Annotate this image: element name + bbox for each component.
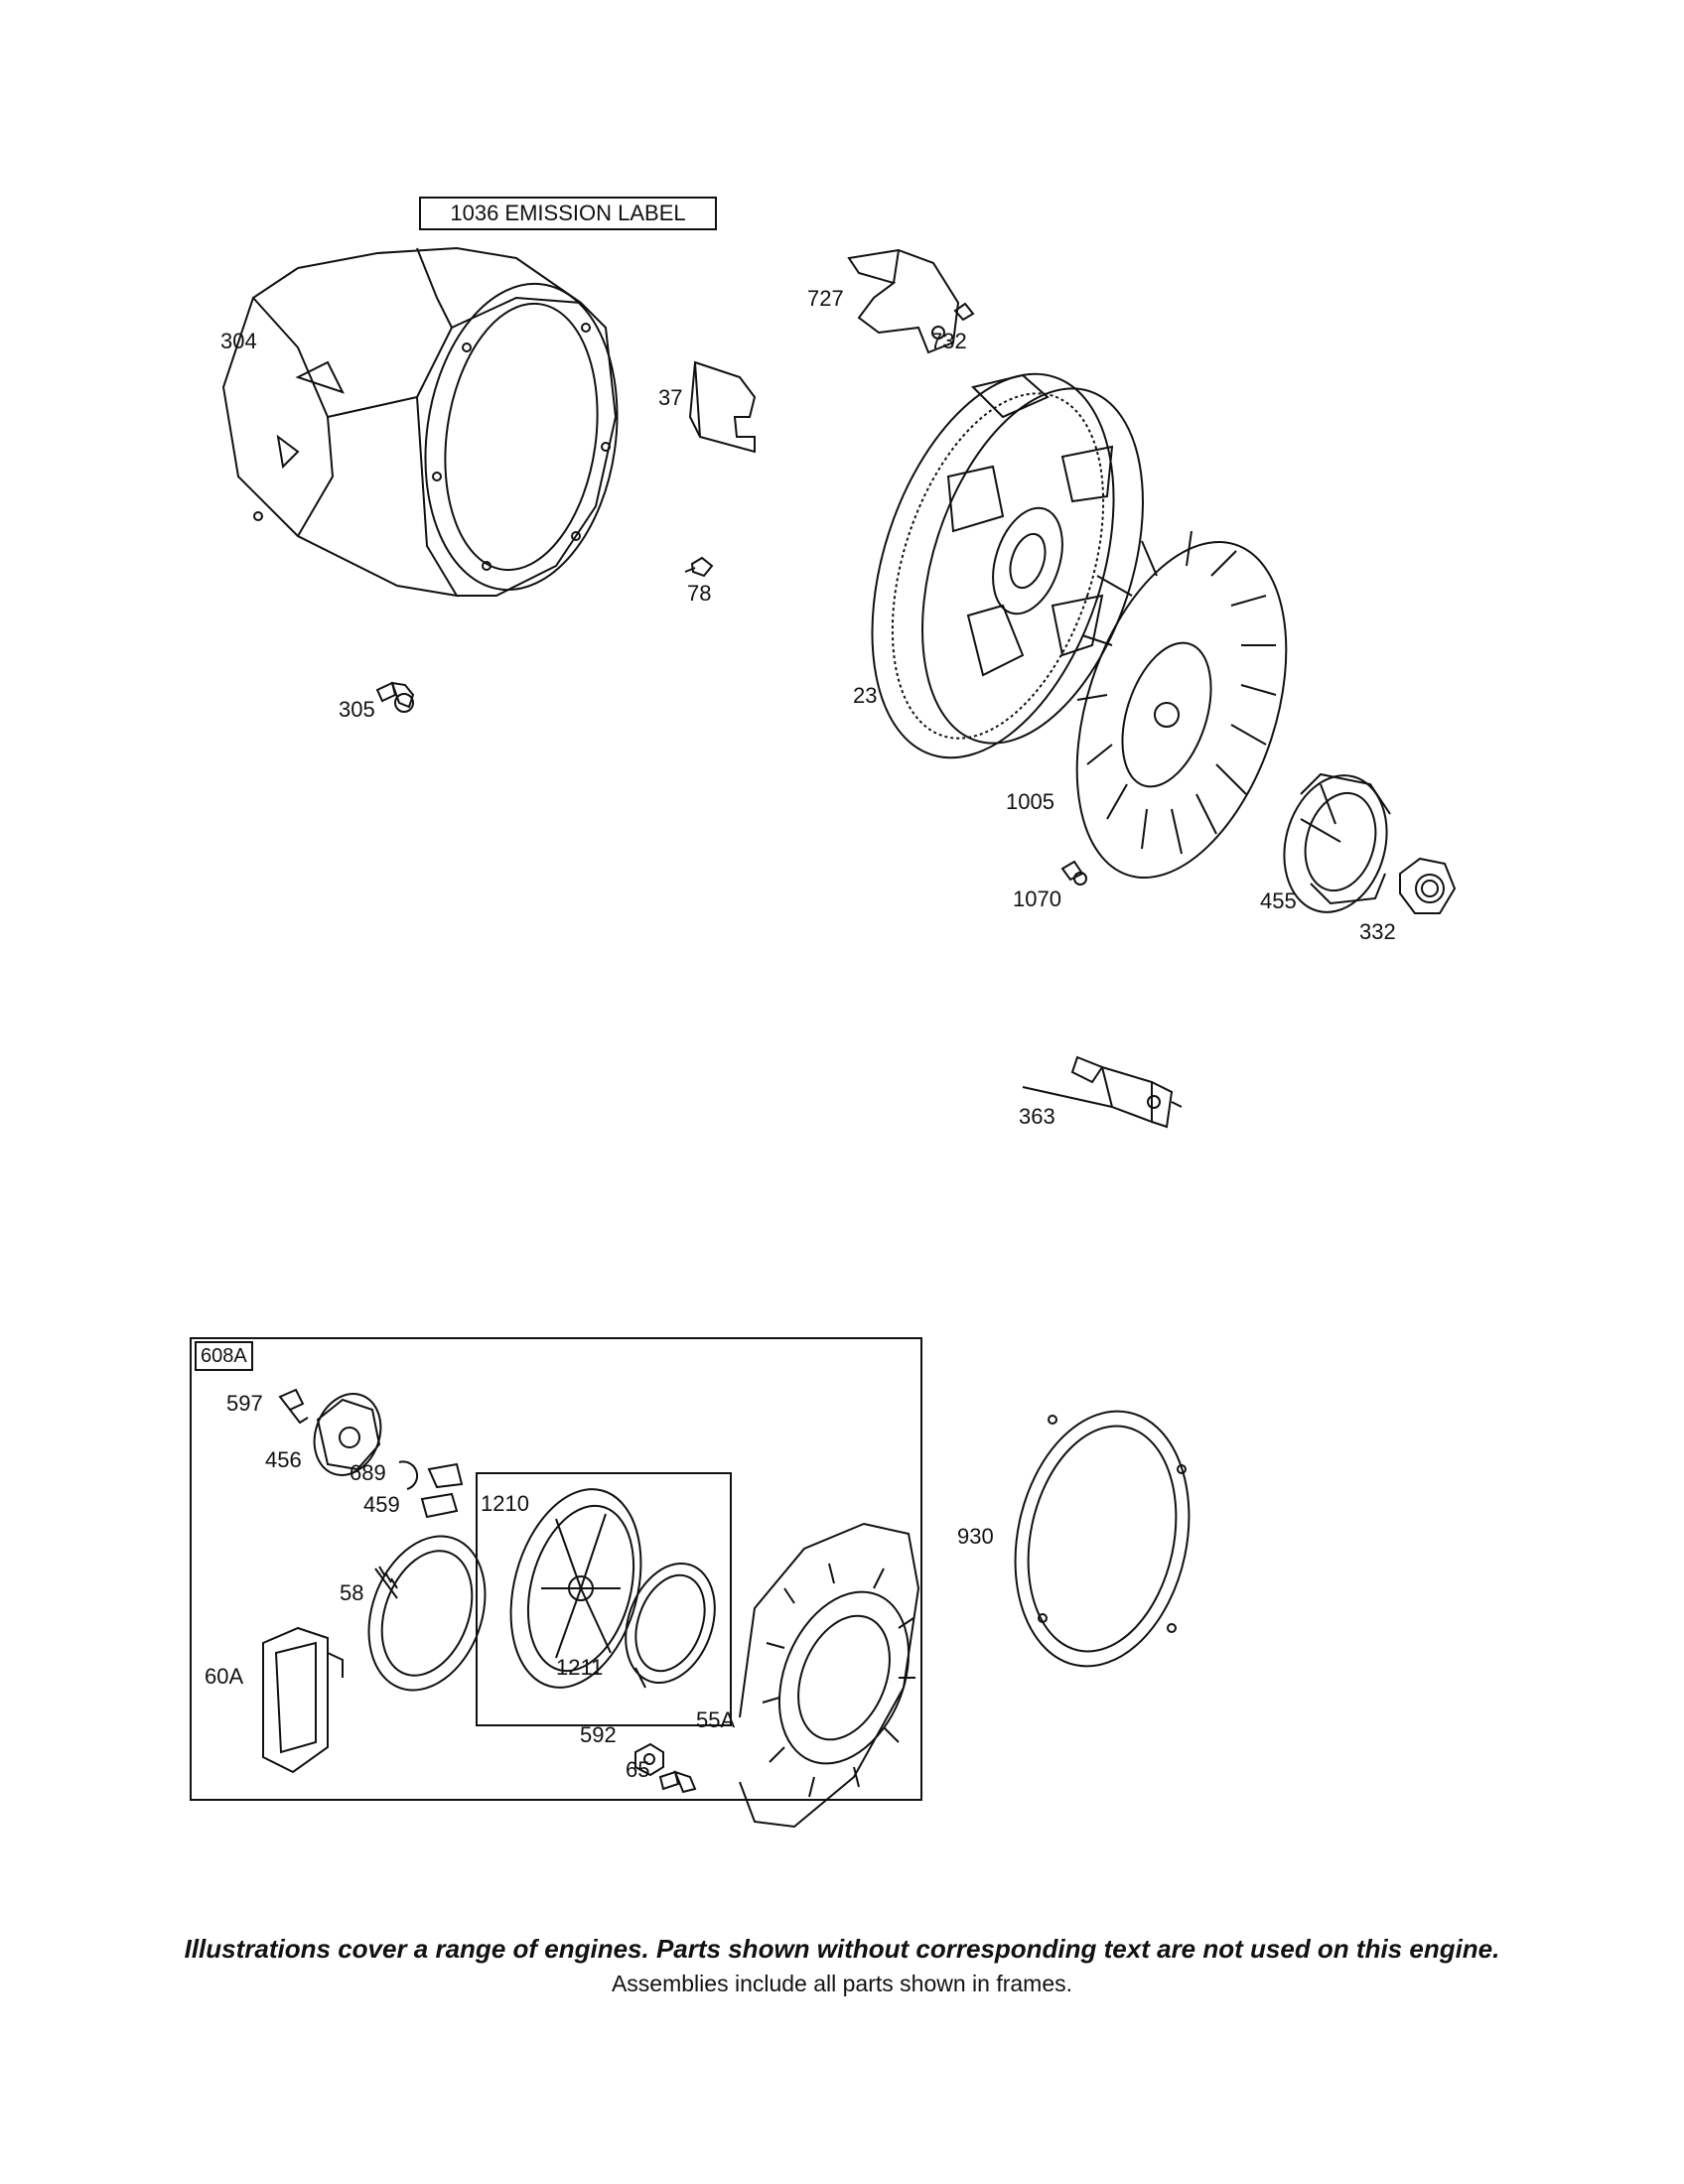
screw-65-drawing — [660, 1772, 695, 1792]
cup-455-drawing — [1270, 763, 1402, 923]
spring-1211-drawing — [610, 1551, 730, 1695]
fan-1005-drawing — [1039, 515, 1326, 904]
part-label-459: 459 — [363, 1492, 400, 1517]
handle-60A-drawing — [263, 1628, 343, 1772]
part-label-58: 58 — [340, 1580, 364, 1605]
part-label-363: 363 — [1019, 1104, 1055, 1129]
part-label-597: 597 — [226, 1391, 263, 1416]
nut-332-drawing — [1400, 859, 1455, 913]
armature-363-drawing — [1023, 1057, 1182, 1127]
part-label-456: 456 — [265, 1447, 302, 1472]
part-label-55A: 55A — [696, 1707, 736, 1732]
pulley-assembly-frame — [476, 1472, 732, 1726]
part-label-732: 732 — [930, 329, 967, 353]
screw-597-drawing — [280, 1390, 308, 1423]
bracket-37-drawing — [690, 362, 755, 452]
pulley-1210-drawing — [491, 1474, 662, 1702]
part-label-727: 727 — [807, 286, 844, 311]
flywheel-23-drawing — [828, 343, 1185, 788]
footer-note-assemblies: Assemblies include all parts shown in fr… — [611, 1971, 1073, 1996]
screw-305-drawing — [377, 683, 413, 712]
part-label-1070: 1070 — [1013, 887, 1061, 911]
shroud-727-drawing — [849, 250, 958, 352]
part-label-1211: 1211 — [556, 1655, 604, 1680]
starter-assembly-frame — [190, 1337, 922, 1801]
part-label-78: 78 — [687, 581, 712, 606]
plate-456-drawing — [304, 1385, 392, 1485]
part-label-930: 930 — [957, 1524, 994, 1549]
rope-coil-drawing — [349, 1520, 505, 1706]
part-label-65: 65 — [626, 1757, 650, 1782]
part-label-1210: 1210 — [481, 1491, 529, 1516]
starter-housing-55A-drawing — [740, 1524, 932, 1827]
part-label-305: 305 — [339, 697, 375, 722]
blower-housing-drawing — [223, 248, 636, 603]
screw-78-drawing — [685, 558, 712, 576]
screw-1070-drawing — [1062, 862, 1086, 885]
emission-label-box: 1036 EMISSION LABEL — [419, 197, 717, 231]
gasket-930-drawing — [993, 1395, 1211, 1683]
part-label-1005: 1005 — [1006, 789, 1054, 814]
part-label-689: 689 — [350, 1460, 386, 1485]
part-label-332: 332 — [1359, 919, 1396, 944]
screw-732-drawing — [955, 304, 973, 320]
pawls-459-drawing — [422, 1464, 462, 1517]
part-label-455: 455 — [1260, 888, 1297, 913]
frame-tag-608A: 608A — [195, 1341, 253, 1371]
nut-592-drawing — [635, 1744, 663, 1775]
part-label-23: 23 — [853, 683, 878, 708]
part-label-60A: 60A — [205, 1664, 244, 1689]
part-label-592: 592 — [580, 1722, 617, 1747]
footer-note-coverage: Illustrations cover a range of engines. … — [184, 1934, 1500, 1964]
part-label-304: 304 — [220, 329, 257, 353]
ring-689-drawing — [399, 1461, 417, 1489]
part-label-37: 37 — [658, 385, 683, 410]
